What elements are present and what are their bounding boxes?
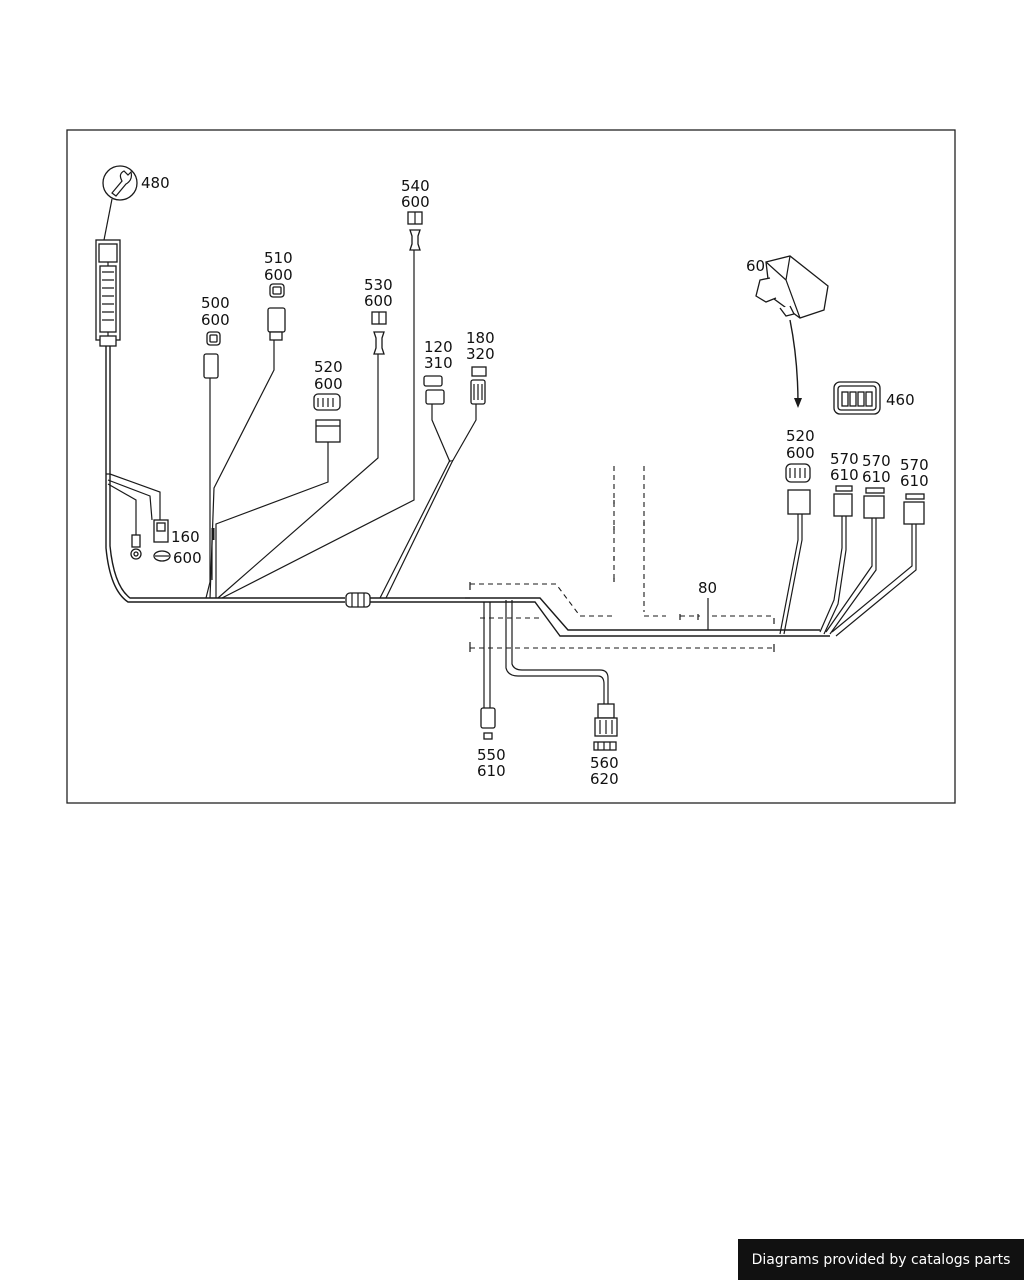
footer-credit: Diagrams provided by catalogs parts [738,1239,1024,1280]
callout-550: 550 [477,746,506,764]
callout-520-right-sub: 600 [786,444,815,462]
connector-540 [407,211,423,251]
connector-570-a [833,485,853,517]
callout-540-sub: 600 [401,193,430,211]
callout-510-sub: 600 [264,266,293,284]
branch-right [779,514,917,637]
callout-500-sub: 600 [201,311,230,329]
connector-460 [833,381,881,415]
callout-60: 60 [746,257,765,275]
connector-120 [423,375,445,405]
callout-570-b-sub: 610 [862,468,891,486]
callout-530-sub: 600 [364,292,393,310]
callout-460: 460 [886,391,915,409]
connector-520-right [785,463,811,515]
connector-180 [470,366,487,405]
connector-510 [267,283,286,341]
branch-wires [205,250,477,599]
callout-510: 510 [264,249,293,267]
callout-180: 180 [466,329,495,347]
callout-570-c: 570 [900,456,929,474]
callout-570-b: 570 [862,452,891,470]
callout-120: 120 [424,338,453,356]
branch-550-560 [480,600,618,751]
callout-570-c-sub: 610 [900,472,929,490]
connector-480 [95,239,121,347]
connector-570-b [863,487,885,519]
callout-120-sub: 310 [424,354,453,372]
diagram-frame [66,129,956,804]
connector-520 [313,393,341,443]
control-unit-60 [755,255,829,408]
callout-180-sub: 320 [466,345,495,363]
callout-540: 540 [401,177,430,195]
callout-520: 520 [314,358,343,376]
callout-530: 530 [364,276,393,294]
callout-560: 560 [590,754,619,772]
callout-160: 160 [171,528,200,546]
callout-560-sub: 620 [590,770,619,788]
main-harness [105,345,830,637]
callout-520-right: 520 [786,427,815,445]
callout-570-a: 570 [830,450,859,468]
wrench-icon [102,165,138,241]
connector-500 [203,331,221,379]
callout-80: 80 [698,579,717,597]
callout-160-sub: 600 [173,549,202,567]
callout-480: 480 [141,174,170,192]
connector-530 [371,311,387,355]
branch-160 [106,473,171,562]
connector-570-c [903,493,925,525]
callout-550-sub: 610 [477,762,506,780]
callout-520-sub: 600 [314,375,343,393]
callout-570-a-sub: 610 [830,466,859,484]
callout-500: 500 [201,294,230,312]
